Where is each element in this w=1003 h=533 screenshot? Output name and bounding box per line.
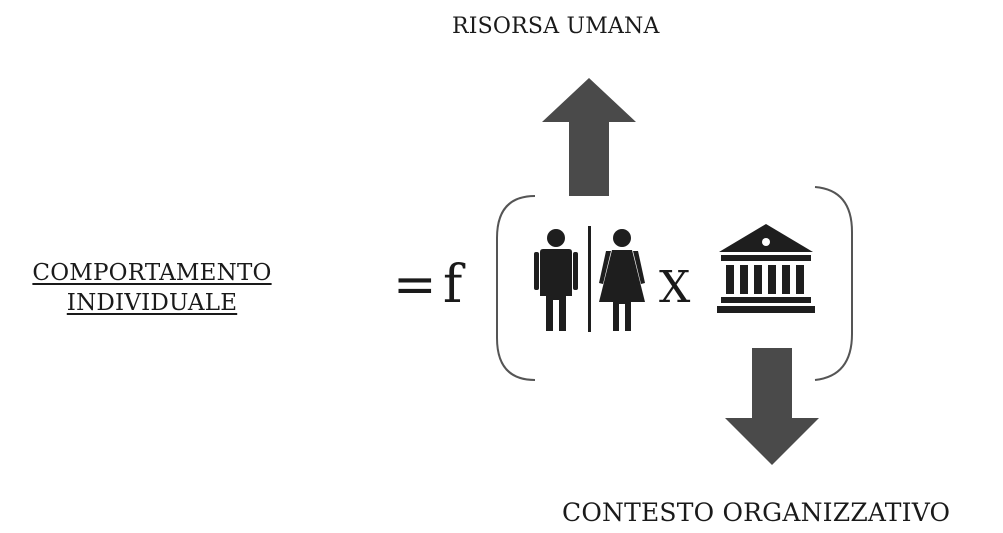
behavior-label-line1: COMPORTAMENTO	[32, 260, 272, 286]
man-icon	[534, 229, 578, 331]
function-symbol: f	[443, 255, 466, 315]
arrow-up-icon	[542, 78, 636, 196]
behavior-label: COMPORTAMENTO INDIVIDUALE	[6, 258, 298, 318]
woman-icon	[599, 229, 645, 331]
multiply-operator: X	[659, 262, 691, 313]
institution-building-icon	[717, 224, 815, 313]
resource-label: RISORSA UMANA	[452, 14, 660, 39]
equals-sign: =	[393, 255, 437, 315]
context-label: CONTESTO ORGANIZZATIVO	[562, 498, 951, 527]
left-bracket	[496, 195, 536, 381]
right-bracket	[814, 186, 853, 381]
behavior-label-line2: INDIVIDUALE	[66, 290, 238, 316]
gender-divider	[588, 226, 591, 332]
arrow-down-icon	[725, 348, 819, 465]
